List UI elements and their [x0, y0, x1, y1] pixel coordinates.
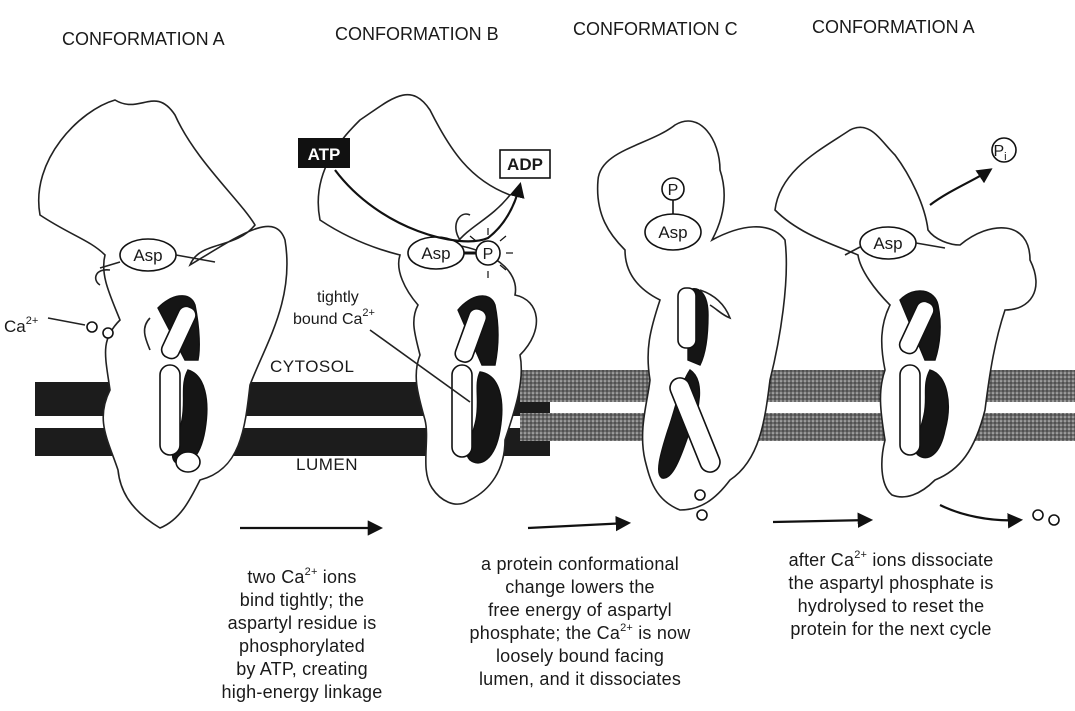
svg-text:two Ca2+ ions: two Ca2+ ions [247, 566, 356, 587]
svg-text:protein for the next cycle: protein for the next cycle [790, 619, 991, 639]
svg-text:bound Ca2+: bound Ca2+ [293, 307, 375, 328]
svg-text:by ATP, creating: by ATP, creating [236, 659, 368, 679]
svg-text:hydrolysed to reset the: hydrolysed to reset the [798, 596, 985, 616]
asp-label-3: Asp [658, 223, 687, 242]
protein-conformation-a-1: Asp [39, 100, 287, 528]
calcium-ions-1: Ca2+ [4, 315, 113, 338]
cytosol-label: CYTOSOL [270, 357, 354, 376]
svg-text:high-energy linkage: high-energy linkage [222, 682, 383, 702]
flow-arrow-3 [773, 520, 870, 522]
svg-text:aspartyl residue is: aspartyl residue is [228, 613, 377, 633]
header-conformation-a-2: CONFORMATION A [812, 17, 975, 37]
svg-text:tightly: tightly [317, 289, 359, 306]
svg-text:bind tightly; the: bind tightly; the [240, 590, 364, 610]
atp-label: ATP [308, 145, 341, 164]
svg-text:a protein conformational: a protein conformational [481, 554, 679, 574]
svg-text:the aspartyl phosphate is: the aspartyl phosphate is [788, 573, 993, 593]
calcium-release-arrow [940, 505, 1020, 520]
svg-text:free energy of aspartyl: free energy of aspartyl [488, 600, 672, 620]
svg-text:phosphorylated: phosphorylated [239, 636, 365, 656]
caption-step-1: two Ca2+ ions bind tightly; the aspartyl… [222, 566, 383, 702]
lumen-label: LUMEN [296, 455, 358, 474]
released-calcium-ions [1033, 510, 1059, 525]
header-conformation-b: CONFORMATION B [335, 24, 499, 44]
protein-conformation-a-2: Asp [775, 127, 1036, 497]
svg-text:after Ca2+ ions dissociate: after Ca2+ ions dissociate [789, 549, 994, 570]
caption-step-3: after Ca2+ ions dissociate the aspartyl … [788, 549, 993, 639]
svg-text:phosphate; the Ca2+ is now: phosphate; the Ca2+ is now [470, 622, 692, 643]
svg-text:P: P [668, 182, 679, 199]
protein-conformation-c: Asp P [598, 121, 787, 520]
asp-label-4: Asp [873, 234, 902, 253]
svg-text:P: P [483, 246, 494, 263]
svg-text:lumen, and it dissociates: lumen, and it dissociates [479, 669, 681, 689]
asp-label-1: Asp [133, 246, 162, 265]
svg-text:change lowers the: change lowers the [505, 577, 655, 597]
asp-label-2: Asp [421, 244, 450, 263]
caption-step-2: a protein conformational change lowers t… [470, 554, 692, 689]
inorganic-phosphate-release: Pi [930, 138, 1016, 205]
flow-arrow-2 [528, 523, 628, 528]
adp-label: ADP [507, 155, 543, 174]
svg-text:loosely bound facing: loosely bound facing [496, 646, 664, 666]
svg-text:Ca2+: Ca2+ [4, 315, 38, 336]
header-conformation-c: CONFORMATION C [573, 19, 738, 39]
header-conformation-a-1: CONFORMATION A [62, 29, 225, 49]
